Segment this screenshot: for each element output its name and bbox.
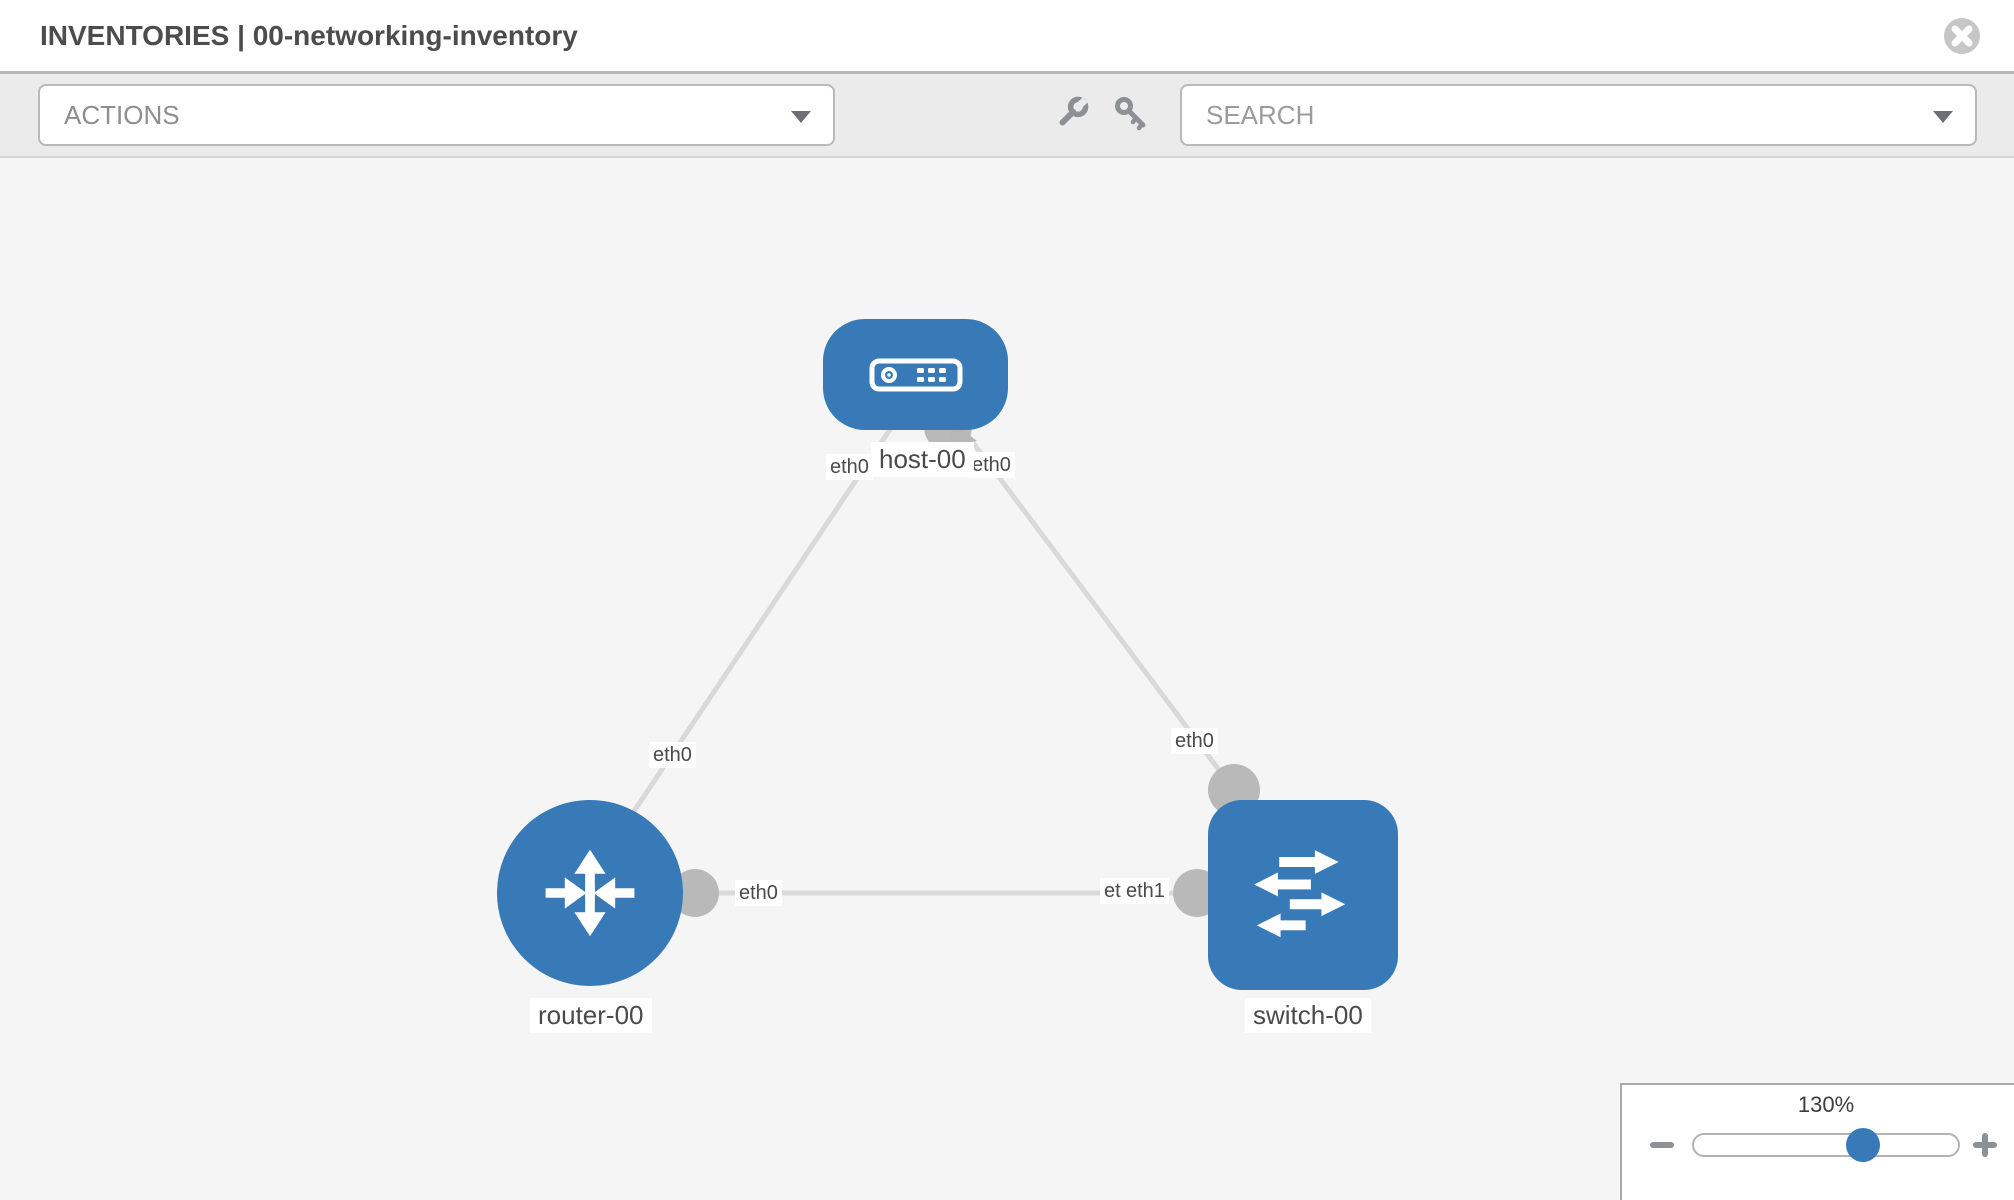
- key-icon: [1115, 97, 1146, 131]
- chevron-down-icon: [791, 111, 811, 123]
- interface-label-host-eth0-right: eth0: [968, 452, 1015, 478]
- wrench-icon: [1059, 96, 1089, 126]
- key-button[interactable]: [1112, 94, 1152, 134]
- server-icon: [869, 358, 962, 391]
- toolbar: ACTIONS SEARCH: [0, 74, 2014, 158]
- interface-label-switch-eth0-top: eth0: [1171, 728, 1218, 754]
- interface-label-router-eth0-top: eth0: [649, 742, 696, 768]
- actions-dropdown[interactable]: ACTIONS: [38, 84, 835, 146]
- close-icon: [1944, 18, 1980, 54]
- node-host-00[interactable]: [823, 319, 1008, 430]
- interface-label-switch-eth1: eth1: [1122, 878, 1169, 904]
- interface-label-router-eth0-right: eth0: [735, 880, 782, 906]
- links-layer: [617, 403, 1303, 917]
- node-label-host-00: host-00: [871, 442, 974, 477]
- node-label-router-00: router-00: [530, 998, 652, 1033]
- interface-bubble-router-eth0: [671, 869, 719, 917]
- router-arrows-icon: [545, 849, 635, 937]
- actions-dropdown-label: ACTIONS: [64, 99, 180, 130]
- close-button[interactable]: [1943, 17, 1981, 55]
- search-dropdown[interactable]: SEARCH: [1180, 84, 1977, 146]
- title-bar: INVENTORIES | 00-networking-inventory: [0, 0, 2014, 74]
- switch-arrows-icon: [1254, 850, 1346, 938]
- wrench-button[interactable]: [1051, 94, 1091, 134]
- zoom-slider-track[interactable]: [1692, 1128, 1960, 1162]
- topology-canvas[interactable]: eth0 eth0 eth0 eth0 eth0 eth1 eth1 host-…: [0, 160, 2014, 1200]
- interface-label-host-eth0-left: eth0: [826, 454, 873, 480]
- search-placeholder: SEARCH: [1206, 99, 1315, 130]
- page-title: INVENTORIES | 00-networking-inventory: [40, 20, 578, 51]
- node-switch-00[interactable]: [1208, 800, 1398, 990]
- zoom-control-panel: 130%: [1620, 1083, 2014, 1200]
- node-label-switch-00: switch-00: [1245, 998, 1371, 1033]
- zoom-slider-handle[interactable]: [1846, 1128, 1880, 1162]
- zoom-in-button[interactable]: [1970, 1130, 2000, 1160]
- chevron-down-icon: [1933, 111, 1953, 123]
- zoom-level: 130%: [1797, 1092, 1855, 1117]
- zoom-out-button[interactable]: [1647, 1130, 1677, 1160]
- node-router-00[interactable]: [497, 800, 683, 986]
